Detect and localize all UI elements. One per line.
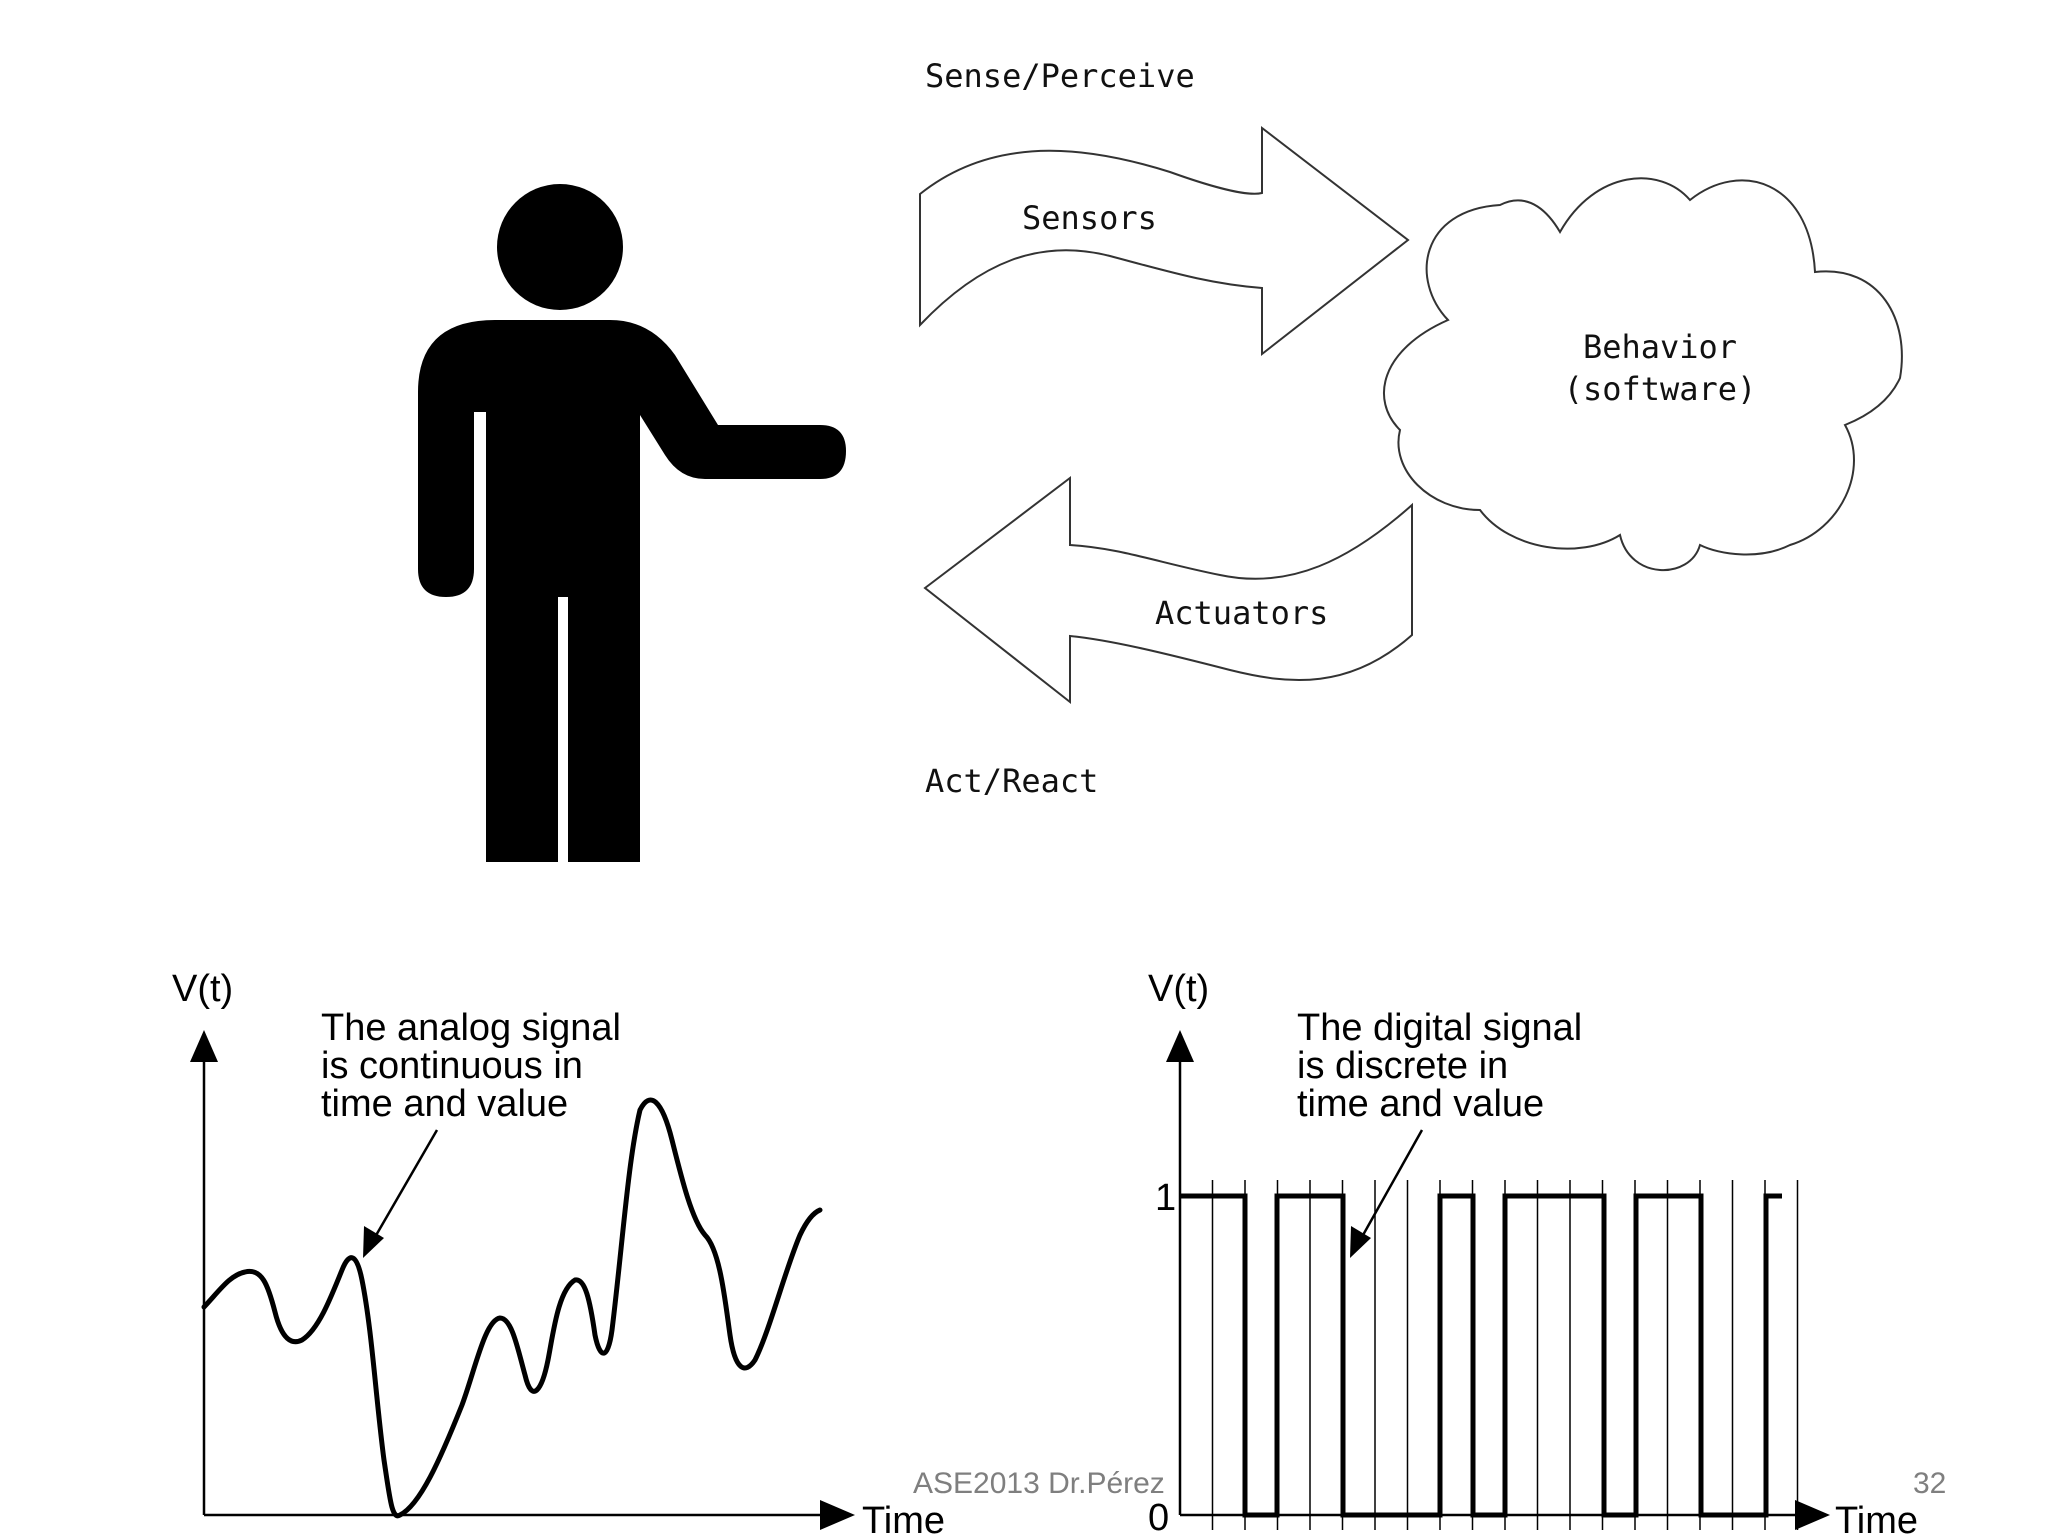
digital-signal-plot: V(t) 1 0 The digital signal is discrete … [1148,968,1918,1536]
analog-x-label: Time [862,1500,945,1536]
analog-waveform [201,1097,823,1519]
digital-tick-low: 0 [1148,1497,1169,1536]
digital-y-label: V(t) [1148,968,1209,1010]
sensors-label: Sensors [1022,199,1157,237]
digital-note-line-3: time and value [1297,1083,1544,1125]
digital-x-arrowhead [1795,1500,1830,1530]
sense-perceive-label: Sense/Perceive [925,57,1195,95]
actuators-label: Actuators [1155,594,1328,632]
act-react-label: Act/React [925,762,1098,800]
analog-x-arrowhead [820,1500,855,1530]
analog-note-line-3: time and value [321,1083,568,1125]
digital-y-arrowhead [1166,1030,1194,1062]
software-label: (software) [1564,370,1757,408]
actuators-arrow [923,475,1413,705]
sensors-arrow [919,125,1410,357]
analog-signal-plot: V(t) The analog signal is continuous in … [172,968,945,1536]
digital-waveform [1180,1193,1782,1518]
digital-x-label: Time [1835,1500,1918,1536]
digital-tick-high: 1 [1155,1177,1176,1219]
digital-note-line-1: The digital signal [1297,1007,1582,1049]
digital-note-line-2: is discrete in [1297,1045,1508,1087]
analog-note-line-2: is continuous in [321,1045,583,1087]
person-icon [418,184,846,862]
slide-number: 32 [1913,1467,1946,1500]
person-head [497,184,623,310]
analog-y-arrowhead [190,1030,218,1062]
digital-callout-arrowhead [1350,1226,1371,1258]
behavior-label: Behavior [1583,328,1737,366]
analog-callout-arrowhead [363,1226,384,1258]
behavior-cloud [1383,177,1903,571]
person-body [418,320,846,862]
analog-note-line-1: The analog signal [321,1007,621,1049]
analog-y-label: V(t) [172,968,233,1010]
analog-callout-arrow [369,1129,439,1245]
footer-author: ASE2013 Dr.Pérez [913,1467,1165,1500]
digital-callout-arrow [1356,1129,1424,1245]
